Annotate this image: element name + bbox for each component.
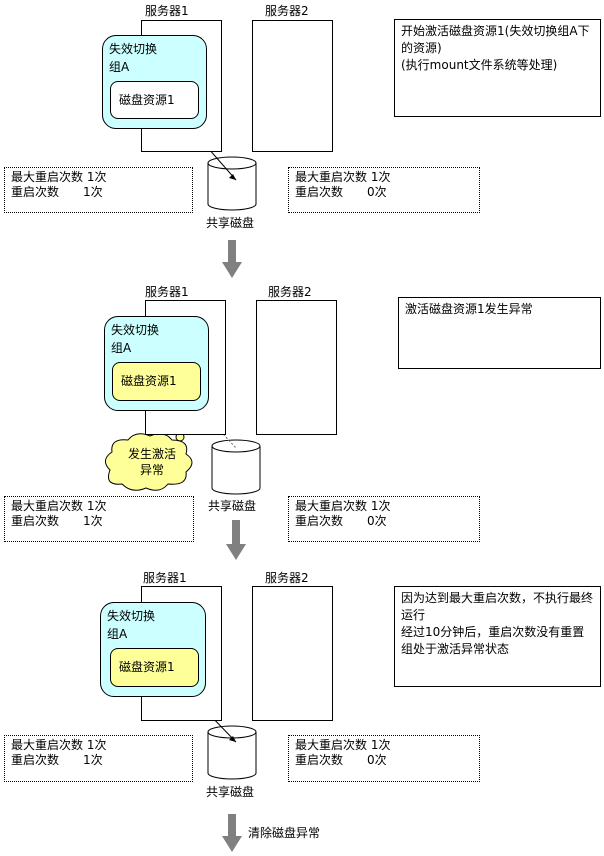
disk-label: 共享磁盘	[206, 216, 255, 230]
value: 0次	[367, 514, 387, 528]
value: 1次	[370, 738, 391, 752]
server2-box	[252, 20, 333, 152]
disk-cylinder	[207, 156, 257, 211]
final-arrow-label: 清除磁盘异常	[248, 826, 321, 840]
group-name: 组A	[109, 60, 130, 74]
restart-counter-server2: 最大重启次数 1次重启次数 0次	[288, 167, 480, 213]
label: 最大重启次数	[295, 738, 368, 752]
value: 0次	[367, 753, 387, 767]
server2-box	[252, 586, 333, 721]
disk-label: 共享磁盘	[206, 785, 255, 799]
group-name: 失效切换	[111, 323, 160, 337]
label: 最大重启次数	[11, 738, 84, 752]
label: 重启次数	[11, 514, 60, 528]
server1-label: 服务器1	[143, 571, 187, 585]
arrow-head	[229, 174, 236, 180]
note: 开始激活磁盘资源1(失效切换组A下的资源) (执行mount文件系统等处理)	[394, 19, 601, 117]
label: 重启次数	[295, 753, 344, 767]
label: 重启次数	[295, 185, 344, 199]
disk-resource-1: 磁盘资源1	[110, 81, 199, 119]
restart-counter-server2: 最大重启次数 1次重启次数 0次	[288, 735, 480, 782]
arrow-head	[229, 736, 236, 742]
label: 最大重启次数	[295, 499, 368, 513]
value: 0次	[367, 185, 387, 199]
disk-cylinder	[211, 439, 261, 495]
label: 最大重启次数	[11, 170, 84, 184]
value: 1次	[83, 514, 103, 528]
down-arrow	[222, 240, 246, 852]
group-name: 组A	[107, 627, 128, 641]
value: 1次	[83, 753, 103, 767]
value: 1次	[370, 170, 391, 184]
server2-box	[256, 300, 337, 435]
note: 激活磁盘资源1发生异常	[398, 297, 601, 369]
label: 重启次数	[11, 185, 60, 199]
server2-label: 服务器2	[265, 4, 309, 18]
server1-label: 服务器1	[145, 285, 189, 299]
server2-label: 服务器2	[265, 571, 309, 585]
value: 1次	[83, 185, 103, 199]
group-name: 失效切换	[109, 42, 158, 56]
group-name: 组A	[111, 341, 132, 355]
value: 1次	[86, 738, 107, 752]
cloud-text: 发生激活异常	[127, 447, 176, 477]
server1-label: 服务器1	[145, 4, 189, 18]
label: 重启次数	[295, 514, 344, 528]
restart-counter-server2: 最大重启次数 1次重启次数 0次	[288, 496, 480, 542]
label: 最大重启次数	[295, 170, 368, 184]
value: 1次	[86, 499, 107, 513]
value: 1次	[370, 499, 391, 513]
disk-cylinder	[207, 725, 257, 780]
value: 1次	[86, 170, 107, 184]
label: 重启次数	[11, 753, 60, 767]
disk-label: 共享磁盘	[208, 499, 257, 513]
group-name: 失效切换	[107, 609, 156, 623]
disk-resource-1: 磁盘资源1	[112, 362, 201, 401]
note: 因为达到最大重启次数，不执行最终运行 经过10分钟后，重启次数没有重置 组处于激…	[394, 586, 601, 687]
label: 最大重启次数	[11, 499, 84, 513]
disk-resource-1: 磁盘资源1	[110, 648, 199, 687]
server2-label: 服务器2	[268, 285, 312, 299]
